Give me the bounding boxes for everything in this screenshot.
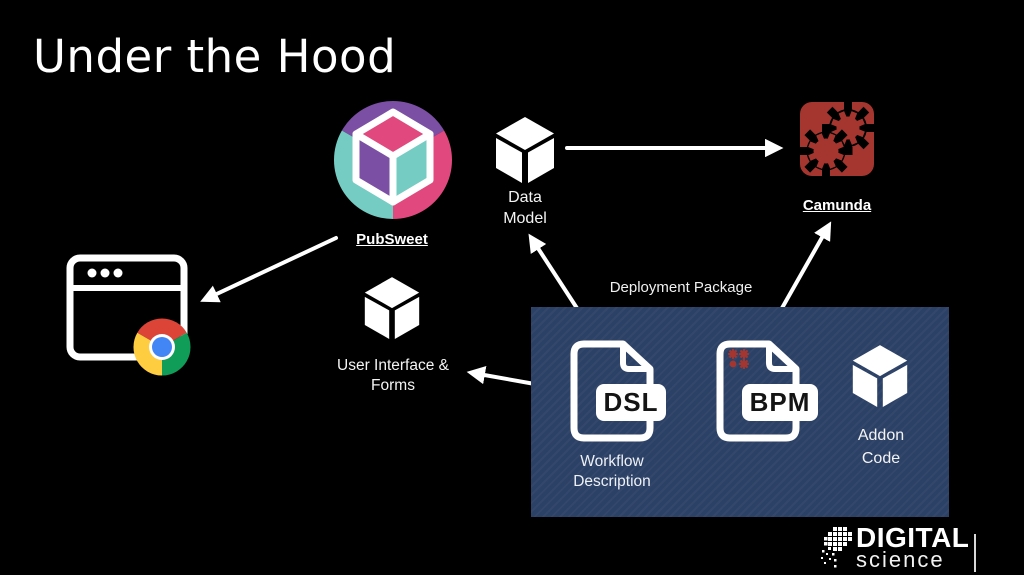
ui-forms-label-line2: Forms	[371, 377, 415, 395]
camunda-label[interactable]: Camunda	[802, 197, 872, 214]
digital-science-line1: DIGITAL	[856, 522, 970, 553]
addon-code-label: Addon Code	[842, 424, 920, 470]
browser-window-icon	[66, 254, 191, 376]
ui-forms-label: User Interface & Forms	[323, 356, 463, 396]
slide-title: Under the Hood	[33, 30, 397, 83]
dsl-document: DSL	[570, 340, 674, 450]
camunda-mini-icon	[727, 349, 750, 369]
data-model-cube-icon	[496, 117, 554, 183]
addon-label-line1: Addon	[857, 427, 905, 444]
workflow-label-line1: Workflow	[580, 453, 644, 470]
ui-forms-label-line1: User Interface &	[337, 357, 449, 374]
camunda-logo-icon	[799, 102, 874, 178]
bpm-badge: BPM	[742, 384, 818, 421]
bpm-document: BPM	[716, 340, 820, 450]
arrow-pubsweet-to-browser	[200, 236, 338, 303]
chrome-icon	[133, 318, 191, 376]
data-model-label-line1: Data	[508, 189, 542, 206]
digital-science-wordmark: DIGITAL science	[856, 524, 969, 571]
digital-science-line2: science	[856, 547, 945, 572]
pubsweet-logo-icon	[333, 100, 453, 219]
addon-code-cube-icon	[852, 345, 908, 407]
workflow-label-line2: Description	[573, 473, 651, 491]
bpm-document-icon	[716, 340, 800, 442]
dsl-badge: DSL	[596, 384, 666, 421]
pubsweet-label[interactable]: PubSweet	[356, 231, 428, 248]
digital-science-logo: DIGITAL science	[820, 524, 1020, 574]
addon-label-line2: Code	[861, 450, 901, 468]
dsl-document-icon	[570, 340, 654, 442]
deployment-package-label: Deployment Package	[609, 279, 753, 296]
digital-science-divider	[974, 534, 976, 572]
ui-forms-cube-icon	[364, 277, 420, 339]
data-model-label: Data Model	[475, 188, 575, 230]
data-model-label-line2: Model	[503, 209, 547, 227]
digital-science-mark-icon	[821, 527, 852, 568]
workflow-description-label: Workflow Description	[549, 452, 675, 492]
